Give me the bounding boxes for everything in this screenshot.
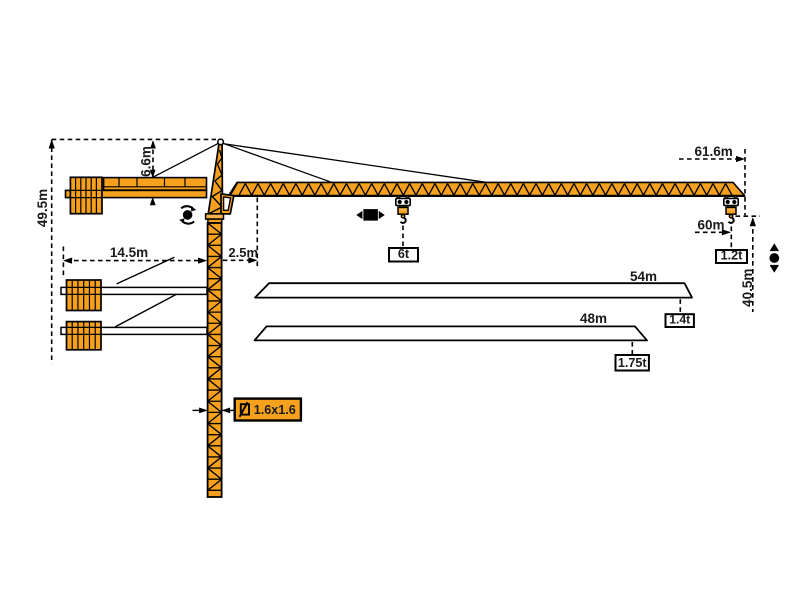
- svg-text:1.75t: 1.75t: [618, 356, 648, 370]
- svg-text:6t: 6t: [398, 247, 410, 261]
- svg-text:1.2t: 1.2t: [721, 249, 744, 263]
- svg-text:48m: 48m: [580, 311, 607, 326]
- svg-text:54m: 54m: [630, 269, 657, 284]
- svg-text:60m: 60m: [697, 217, 724, 232]
- svg-text:49.5m: 49.5m: [35, 189, 50, 227]
- svg-text:2.5m: 2.5m: [228, 245, 258, 260]
- svg-text:1.6x1.6: 1.6x1.6: [254, 403, 296, 417]
- svg-text:40.5m: 40.5m: [740, 269, 755, 307]
- svg-text:61.6m: 61.6m: [694, 144, 732, 159]
- svg-text:1.4t: 1.4t: [669, 313, 690, 327]
- svg-text:14.5m: 14.5m: [110, 245, 148, 260]
- svg-text:6.6m: 6.6m: [139, 146, 154, 177]
